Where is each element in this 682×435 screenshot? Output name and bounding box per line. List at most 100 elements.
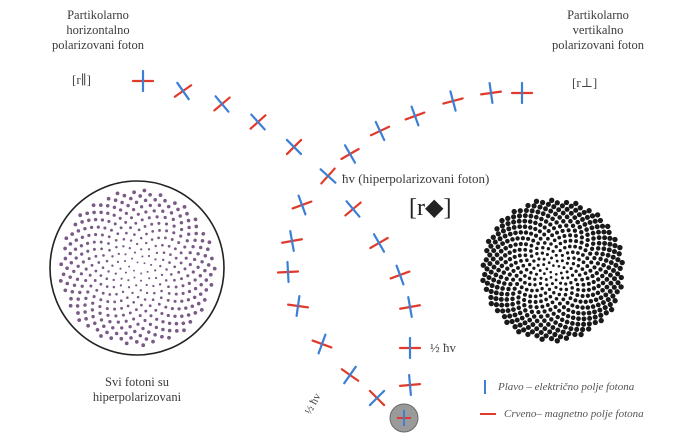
left-disk-dot <box>154 308 158 312</box>
left-disk-dot <box>111 264 114 267</box>
left-disk-dot <box>187 281 191 285</box>
right-spiral-dot <box>616 251 622 257</box>
left-disk-dot <box>174 292 178 296</box>
right-spiral-dot <box>525 331 531 338</box>
left-disk-dot <box>99 298 103 302</box>
left-disk-dot <box>95 327 100 332</box>
left-disk-dot <box>114 238 118 242</box>
right-spiral-dot <box>556 207 562 213</box>
right-spiral-dot <box>480 277 486 284</box>
left-disk-dot <box>128 311 132 315</box>
right-spiral-dot <box>608 306 615 313</box>
left-disk-dot <box>172 231 176 235</box>
left-disk-dot <box>165 229 169 233</box>
left-disk-dot <box>74 238 79 242</box>
left-disk-dot <box>173 265 177 269</box>
right-spiral-dot <box>549 270 552 274</box>
right-spiral-dot <box>576 251 580 255</box>
left-disk-dot <box>161 320 165 324</box>
left-disk-dot <box>164 305 168 309</box>
electric-field-mark <box>214 95 230 113</box>
left-disk-dot <box>141 255 144 258</box>
left-disk-dot <box>97 261 101 264</box>
left-disk-dot <box>91 301 95 305</box>
right-spiral-dot <box>570 291 574 295</box>
right-spiral-dot <box>484 280 491 286</box>
left-disk-dot <box>119 284 123 287</box>
right-spiral-dot <box>542 263 546 267</box>
right-spiral-dot <box>528 225 533 230</box>
left-disk-dot <box>107 270 110 273</box>
right-spiral-dot <box>565 313 571 319</box>
left-disk-dot <box>68 242 73 246</box>
right-spiral-dot <box>506 286 511 292</box>
right-spiral-dot <box>530 288 534 293</box>
left-disk-dot <box>167 335 171 340</box>
left-disk-dot <box>180 314 184 318</box>
right-spiral-dot <box>565 261 569 265</box>
right-spiral-dot <box>576 310 581 316</box>
right-spiral-dot <box>552 264 555 267</box>
right-spiral-dot <box>550 216 555 222</box>
right-spiral-dot <box>566 228 571 233</box>
right-spiral-dot <box>540 286 544 291</box>
right-spiral-dot <box>601 229 607 235</box>
right-spiral-dot <box>500 228 506 234</box>
left-disk-dot <box>126 203 130 208</box>
left-disk-dot <box>139 279 143 282</box>
right-spiral-dot <box>511 219 517 225</box>
left-disk-dot <box>136 212 140 216</box>
left-disk-dot <box>76 297 80 301</box>
right-spiral-dot <box>533 283 537 287</box>
left-disk-dot <box>133 251 137 254</box>
left-disk-dot <box>155 215 159 219</box>
left-disk-dot <box>155 317 159 321</box>
left-disk-dot <box>179 221 184 225</box>
left-disk-dot <box>107 242 110 245</box>
right-spiral-dot <box>553 211 558 217</box>
right-spiral-dot <box>570 286 574 290</box>
left-disk-dot <box>70 290 75 294</box>
left-disk-dot <box>147 254 151 258</box>
left-disk-dot <box>105 277 109 280</box>
right-spiral-dot <box>595 290 601 296</box>
right-spiral-dot <box>502 253 508 258</box>
left-disk-dot <box>199 308 204 312</box>
electric-field-mark <box>289 230 295 252</box>
right-spiral-dot <box>487 261 493 267</box>
left-disk-dot <box>84 316 88 321</box>
left-disk-dot <box>203 254 208 258</box>
right-spiral-dot <box>576 264 581 268</box>
right-spiral-dot <box>534 272 539 276</box>
right-spiral-dot <box>570 321 575 326</box>
left-disk-dot <box>99 282 103 286</box>
left-disk-dot <box>79 272 83 276</box>
left-disk-dot <box>135 284 138 287</box>
right-spiral-dot <box>583 271 588 276</box>
left-disk-dot <box>112 278 115 282</box>
left-disk-dot <box>145 232 148 236</box>
right-spiral-dot <box>607 272 613 278</box>
right-spiral-dot <box>550 325 556 330</box>
right-spiral-dot <box>551 226 557 231</box>
left-disk-dot <box>141 326 145 331</box>
left-disk-dot <box>149 314 153 318</box>
left-disk-dot <box>68 251 72 256</box>
left-disk-dot <box>103 226 107 230</box>
right-spiral-dot <box>605 297 611 303</box>
left-disk-dot <box>167 244 171 248</box>
right-spiral-dot <box>512 324 518 330</box>
right-spiral-dot <box>486 274 492 281</box>
left-disk-dot <box>192 257 197 262</box>
left-disk-dot <box>173 247 177 251</box>
left-disk-dot <box>126 296 129 299</box>
left-disk-dot <box>151 298 155 302</box>
right-spiral-dot <box>604 284 610 290</box>
left-disk-dot <box>108 320 112 324</box>
right-spiral-dot <box>550 256 553 260</box>
left-disk-dot <box>179 251 183 255</box>
right-spiral-dot <box>560 259 564 263</box>
right-spiral-dot <box>572 331 578 338</box>
right-spiral-dot <box>580 253 585 257</box>
left-disk-dot <box>157 236 160 240</box>
